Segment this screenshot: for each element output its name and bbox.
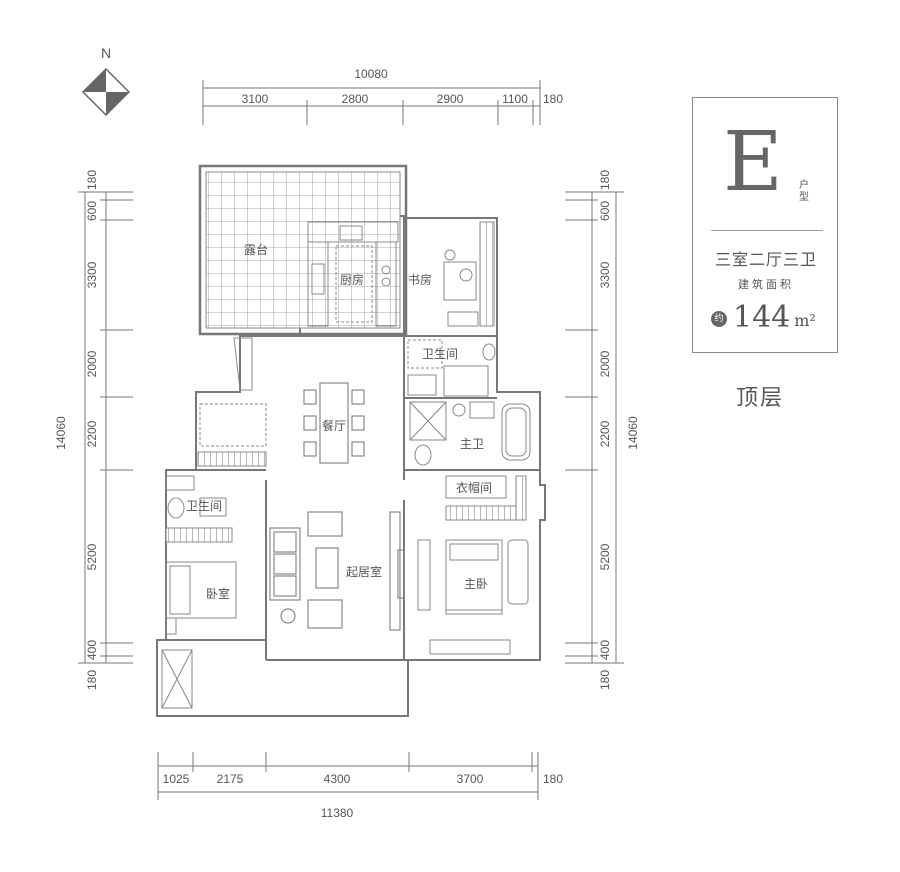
dim-right-7: 400 [598, 640, 612, 660]
dim-right-2: 600 [598, 201, 612, 221]
dim-left-8: 180 [85, 670, 99, 690]
dim-bottom-3: 4300 [324, 772, 351, 786]
area-row: 约 144 m² [711, 296, 816, 336]
label-master-bath: 主卫 [460, 437, 484, 451]
label-kitchen: 厨房 [340, 272, 364, 287]
walk-in-closet [445, 475, 527, 521]
label-bedroom: 卧室 [206, 586, 230, 601]
terrace-tiles [205, 171, 401, 329]
dim-right-5: 2200 [598, 420, 612, 447]
dining-table [303, 382, 365, 464]
label-bath-left: 卫生间 [186, 499, 222, 513]
right-dimensions [565, 191, 624, 664]
dim-left-1: 180 [85, 170, 99, 190]
north-label: N [101, 45, 111, 61]
north-compass-icon: N [81, 45, 131, 117]
dim-bottom-2: 2175 [217, 772, 244, 786]
dim-right-4: 2000 [598, 350, 612, 377]
dim-top-5: 180 [543, 92, 563, 106]
label-closet: 衣帽间 [456, 480, 492, 495]
master-bath-fixtures [409, 401, 531, 466]
unit-info-card: E 户型 三室二厅三卫 建筑面积 约 144 m² [692, 97, 838, 353]
dim-top-2: 2800 [342, 92, 369, 106]
label-living: 起居室 [346, 564, 382, 579]
master-bedroom-furniture [417, 539, 529, 655]
room-count: 三室二厅三卫 [714, 250, 817, 269]
dim-left-5: 2200 [85, 420, 99, 447]
area-value: 144 [733, 300, 791, 335]
info-divider [711, 230, 823, 231]
dim-top-3: 2900 [437, 92, 464, 106]
hall-cabinet [197, 337, 267, 467]
dim-right-8: 180 [598, 670, 612, 690]
area-unit: m² [794, 311, 816, 330]
dim-bottom-1: 1025 [163, 772, 190, 786]
study-furniture [443, 221, 495, 327]
about-badge: 约 [711, 311, 727, 327]
living-room-furniture [269, 511, 405, 631]
label-master-bedroom: 主卧 [464, 577, 488, 591]
dim-left-7: 400 [85, 640, 99, 660]
dim-bottom-4: 3700 [457, 772, 484, 786]
dim-left-total: 14060 [54, 416, 68, 450]
left-bath-fixtures [165, 475, 233, 543]
left-dimension-labels: 180 600 3300 2000 2200 5200 400 180 1406… [54, 170, 99, 690]
dim-right-6: 5200 [598, 543, 612, 570]
dim-top-total: 10080 [354, 67, 388, 81]
left-dimensions [78, 191, 133, 664]
bedroom-furniture [165, 561, 237, 635]
dim-right-1: 180 [598, 170, 612, 190]
dim-left-4: 2000 [85, 350, 99, 377]
dim-left-3: 3300 [85, 261, 99, 288]
dim-top-4: 1100 [502, 92, 528, 106]
dim-left-2: 600 [85, 201, 99, 221]
label-study: 书房 [408, 272, 432, 287]
bottom-dimensions [157, 752, 539, 800]
label-terrace: 露台 [244, 242, 268, 257]
dim-bottom-total: 11380 [321, 806, 354, 820]
top-dimensions [202, 80, 541, 125]
unit-type-letter: E [723, 115, 783, 210]
right-dimension-labels: 180 600 3300 2000 2200 5200 400 180 1406… [598, 170, 640, 690]
upper-bath-fixtures [407, 339, 496, 397]
dim-bottom-5: 180 [543, 772, 563, 786]
unit-type-label: 户型 [799, 180, 809, 203]
dim-right-3: 3300 [598, 261, 612, 288]
dim-left-6: 5200 [85, 543, 99, 570]
bottom-balcony [161, 649, 193, 709]
label-dining: 餐厅 [322, 418, 346, 433]
area-label: 建筑面积 [738, 278, 794, 291]
label-bath-upper: 卫生间 [422, 347, 458, 361]
kitchen-fixtures [307, 221, 399, 327]
floor-level-label: 顶层 [736, 386, 785, 411]
dim-right-total: 14060 [626, 416, 640, 450]
dim-top-1: 3100 [242, 92, 269, 106]
